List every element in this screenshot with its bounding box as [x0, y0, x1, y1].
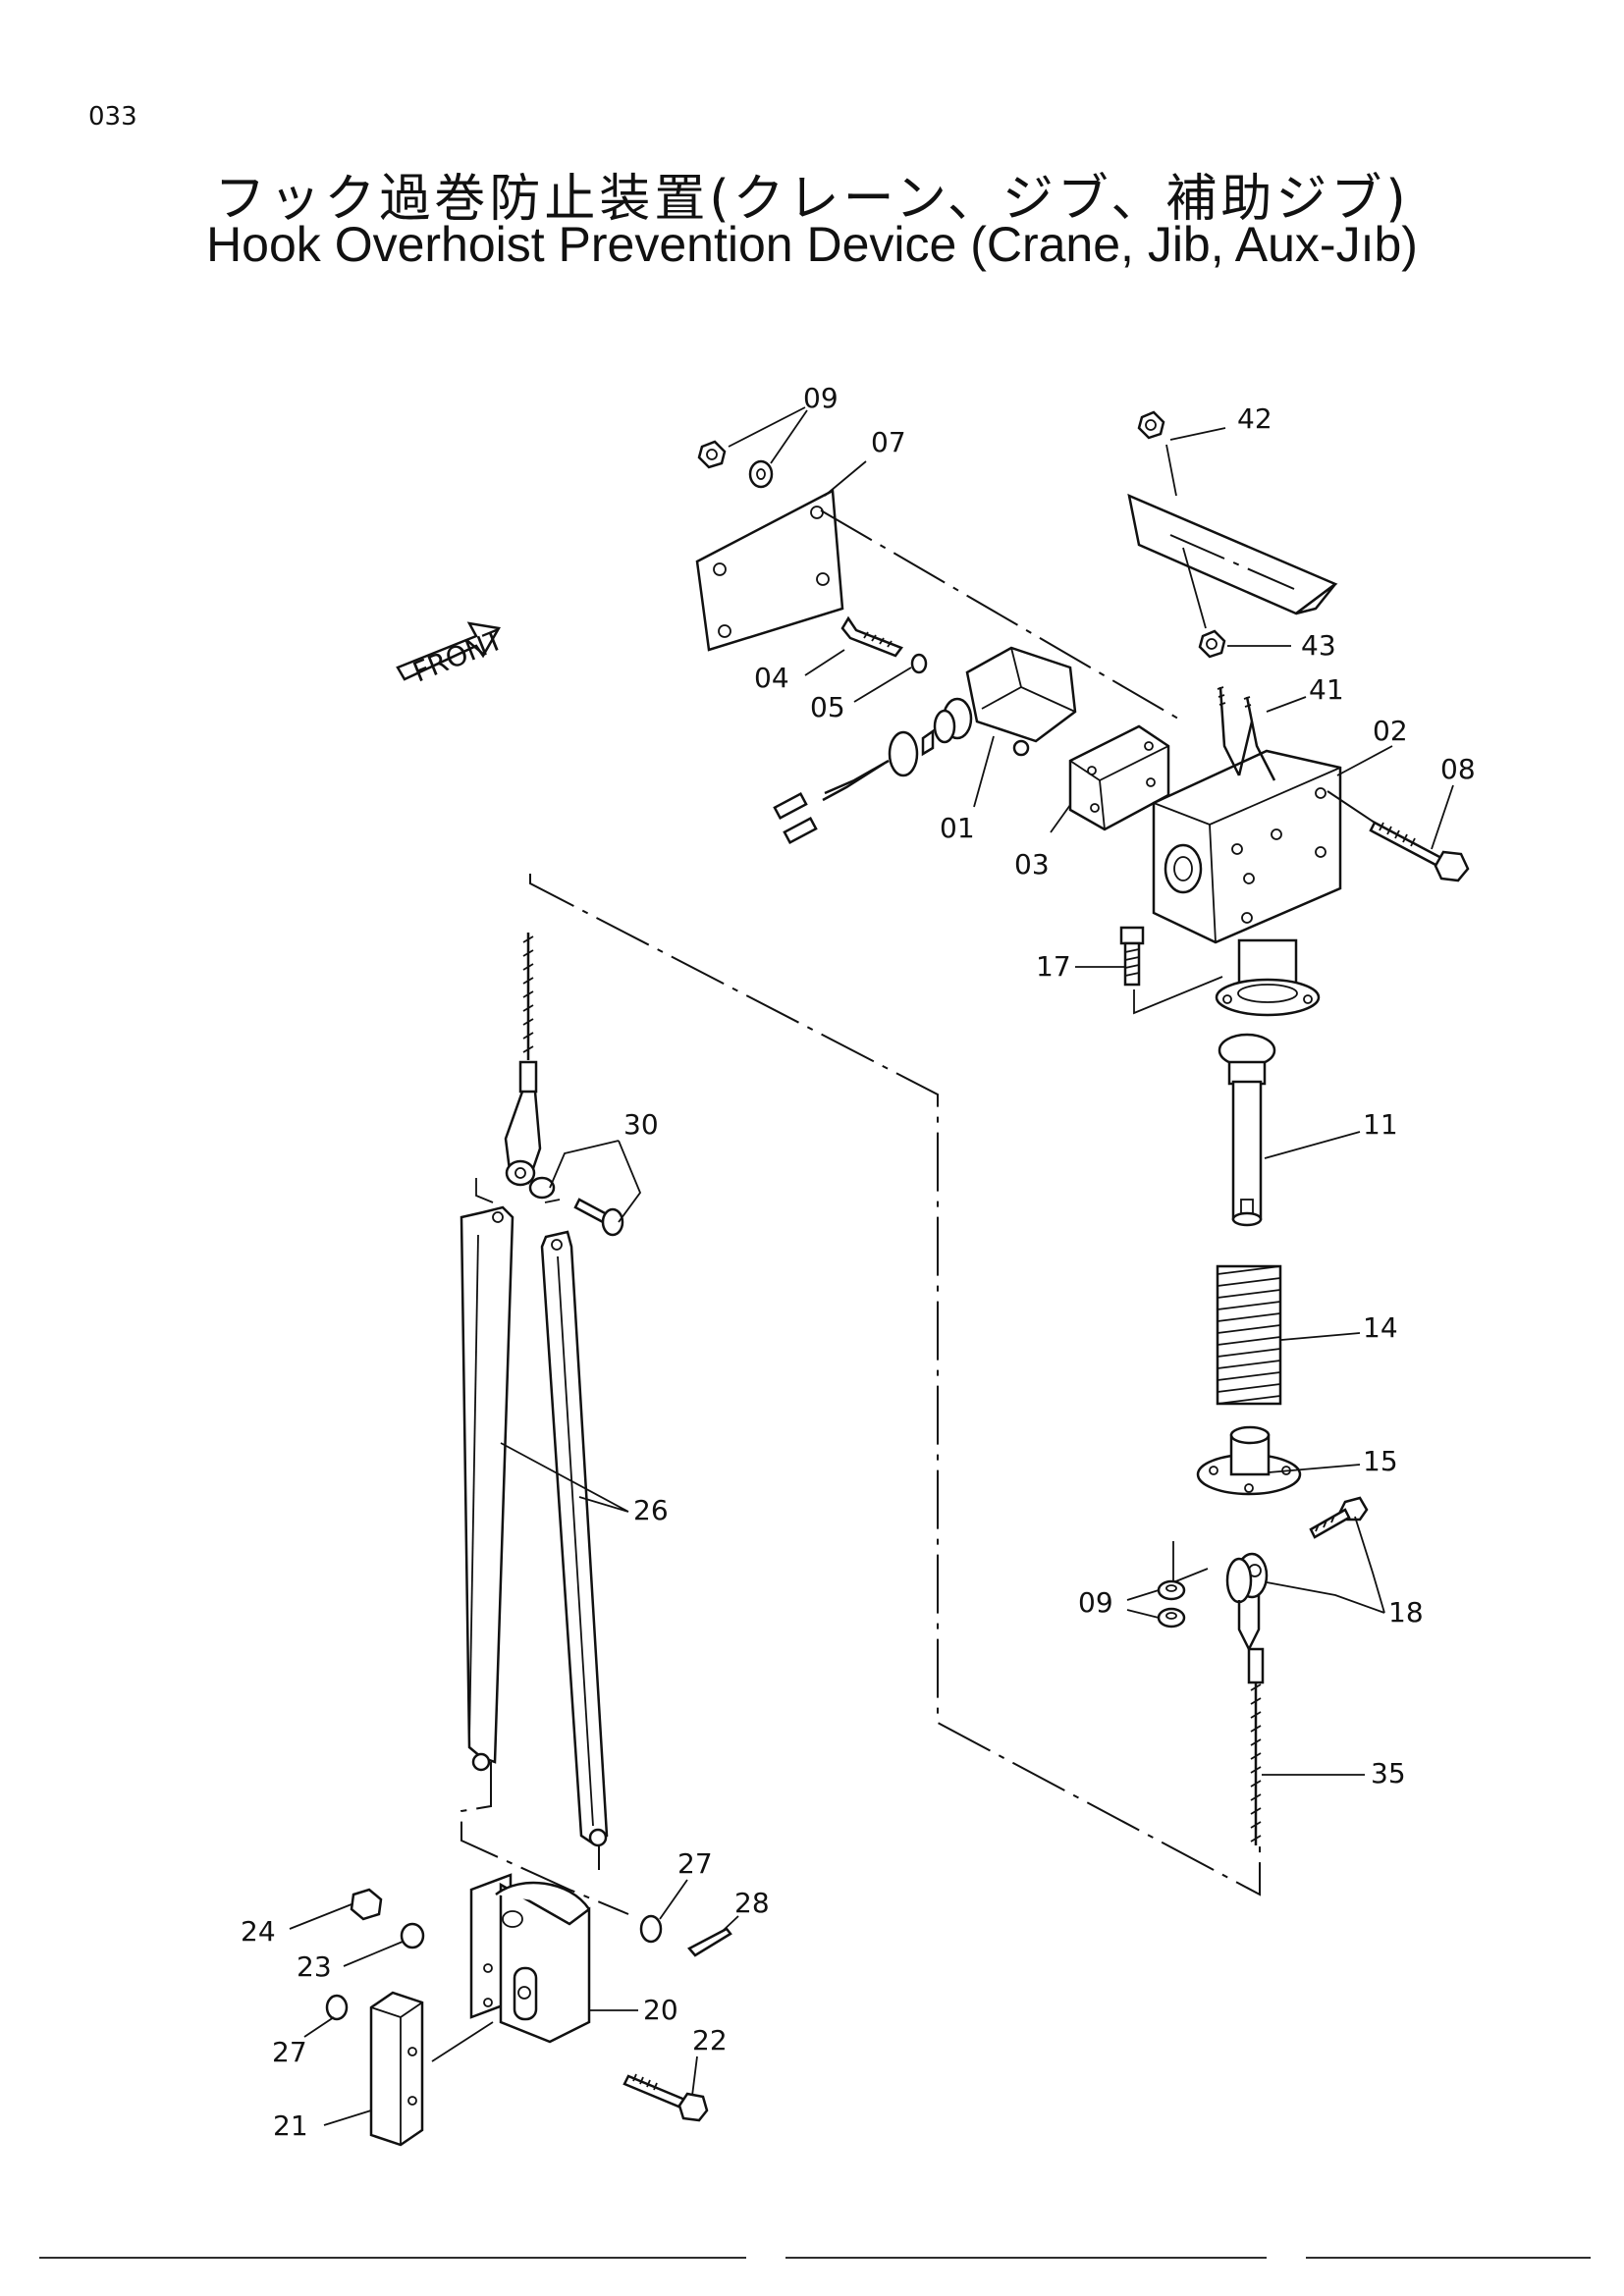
callout-05: 05 — [810, 691, 845, 723]
bolt-17 — [1119, 926, 1145, 987]
callout-24: 24 — [241, 1915, 276, 1948]
callout-08: 08 — [1440, 753, 1476, 785]
title-japanese: フック過巻防止装置(クレーン、ジブ、補助ジブ) — [214, 170, 1410, 229]
callout-07: 07 — [871, 426, 906, 458]
callout-18: 18 — [1388, 1596, 1424, 1629]
washer-05 — [910, 653, 928, 674]
shackle-35 — [1225, 1552, 1269, 1845]
lever-26-right — [540, 1230, 609, 1847]
callout-17: 17 — [1036, 950, 1071, 983]
callout-04: 04 — [754, 662, 789, 694]
front-arrow-icon: FRONT — [396, 621, 509, 689]
callout-41: 41 — [1309, 673, 1344, 706]
spring-seat-15 — [1196, 1425, 1302, 1496]
callout-22: 22 — [692, 2024, 728, 2056]
nut-09-lower — [1157, 1541, 1209, 1629]
wire-rope-30 — [504, 933, 556, 1200]
spring-14 — [1216, 1264, 1282, 1406]
bracket-02 — [1152, 749, 1342, 1017]
bolt-22 — [623, 2073, 709, 2122]
front-label: FRONT — [408, 623, 509, 689]
nut-24 — [350, 1888, 383, 1921]
bolt-04 — [840, 615, 903, 658]
title-english: Hook Overhoist Prevention Device (Crane,… — [206, 217, 1418, 272]
limit-switch-01 — [773, 646, 1077, 845]
bolt-08 — [1369, 821, 1470, 882]
callout-02: 02 — [1373, 715, 1408, 747]
washer-23 — [400, 1922, 425, 1949]
callout-20: 20 — [643, 1994, 678, 2026]
callout-09-top: 09 — [803, 382, 839, 414]
lever-26-left — [460, 1205, 514, 1772]
page-number: 033 — [88, 102, 137, 132]
bolt-18 — [1309, 1496, 1369, 1539]
callout-11: 11 — [1363, 1108, 1398, 1141]
block-21 — [369, 1991, 424, 2147]
callout-21: 21 — [273, 2109, 308, 2142]
washer-27-left — [325, 1994, 349, 2021]
washer-27-right — [639, 1914, 663, 1944]
callout-27-upper: 27 — [677, 1847, 713, 1880]
callout-14: 14 — [1363, 1311, 1398, 1344]
nut-09-top — [697, 440, 774, 489]
u-bolt-41 — [1217, 686, 1276, 781]
bracket-20 — [469, 1873, 591, 2044]
callout-42: 42 — [1237, 402, 1272, 435]
cotter-pin-28 — [687, 1927, 732, 1957]
callout-43: 43 — [1301, 629, 1336, 662]
callout-01: 01 — [940, 812, 975, 844]
callout-28: 28 — [734, 1887, 770, 1919]
callout-03: 03 — [1014, 848, 1050, 881]
callout-30: 30 — [623, 1108, 659, 1141]
plunger-11 — [1218, 1033, 1276, 1227]
callout-27-lower: 27 — [272, 2036, 307, 2068]
callout-15: 15 — [1363, 1445, 1398, 1477]
callout-23: 23 — [297, 1950, 332, 1983]
pin-30 — [573, 1198, 624, 1237]
callout-09-lower: 09 — [1078, 1586, 1113, 1619]
cover-plate — [1127, 410, 1338, 659]
callout-26: 26 — [633, 1494, 669, 1526]
mounting-plate-07 — [695, 489, 844, 652]
callout-35: 35 — [1371, 1757, 1406, 1789]
